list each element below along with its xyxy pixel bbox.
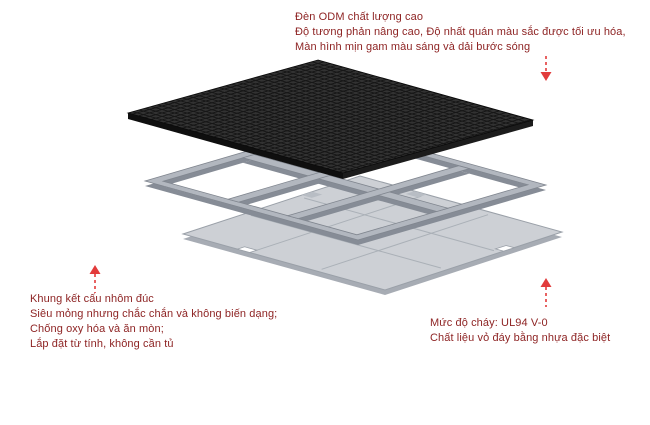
annotation-bottom-left-line-3: Chống oxy hóa và ăn mòn;: [30, 323, 164, 335]
led-panel-layer: [126, 59, 535, 179]
leader-arrow-top-head: [540, 72, 552, 81]
leader-arrow-bottom-left-head: [89, 265, 101, 274]
led-panel-right-side: [343, 120, 533, 179]
annotation-bottom-left-line-4: Lắp đặt từ tính, không cần tủ: [30, 338, 174, 350]
base-shell-layer: [182, 175, 563, 295]
annotation-bottom-right: Mức độ cháy: UL94 V-0 Chất liệu vỏ đáy b…: [430, 316, 610, 346]
led-panel-left-side: [128, 113, 343, 179]
leader-arrow-bottom-left: [89, 265, 101, 293]
led-panel-screen-face: [126, 59, 535, 174]
base-shell-notches: [236, 191, 516, 253]
annotation-top-line-2: Độ tương phản nâng cao, Độ nhất quán màu…: [295, 26, 626, 38]
annotation-bottom-left-line-1: Khung kết cấu nhôm đúc: [30, 293, 154, 305]
annotation-bottom-right-line-2: Chất liệu vỏ đáy bằng nhựa đặc biệt: [430, 332, 611, 344]
annotation-top: Đèn ODM chất lượng cao Độ tương phản nân…: [295, 10, 626, 55]
leader-arrow-bottom-right: [540, 278, 552, 307]
leader-arrow-bottom-right-head: [540, 278, 552, 287]
leader-arrow-top: [540, 56, 552, 81]
annotation-bottom-left: Khung kết cấu nhôm đúc Siêu mỏng nhưng c…: [30, 292, 277, 352]
annotation-bottom-right-line-1: Mức độ cháy: UL94 V-0: [430, 317, 548, 329]
annotation-top-line-1: Đèn ODM chất lượng cao: [295, 11, 424, 23]
annotation-top-line-3: Màn hình mịn gam màu sáng và dải bước só…: [295, 41, 531, 53]
annotation-bottom-left-line-2: Siêu mỏng nhưng chắc chắn và không biến …: [30, 308, 278, 320]
